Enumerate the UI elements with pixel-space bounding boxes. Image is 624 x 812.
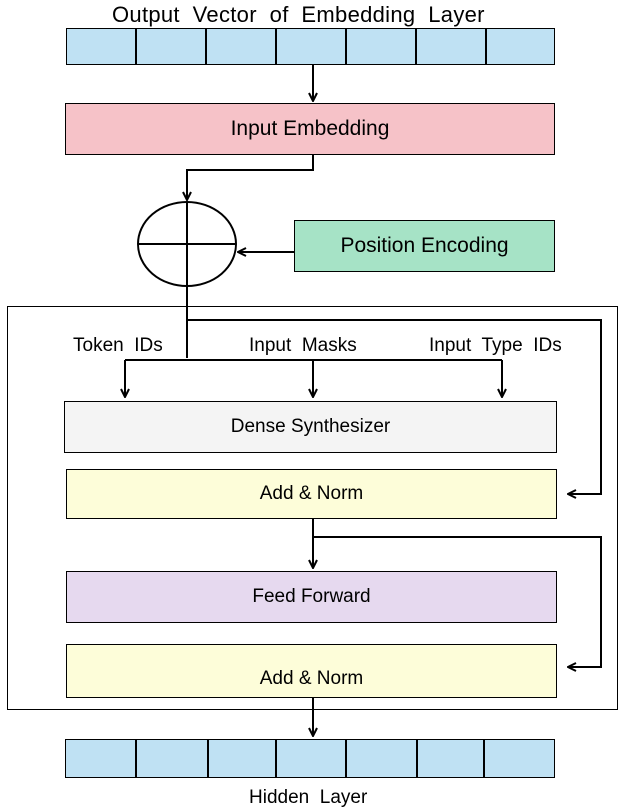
- vector-cell: [65, 739, 136, 778]
- feed-forward-label: Feed Forward: [252, 586, 371, 607]
- arrow-embedding-to-adder: [187, 155, 314, 200]
- add-norm-block-2: Add & Norm: [66, 644, 557, 698]
- vector-cell: [66, 28, 136, 65]
- vector-cell: [136, 28, 206, 65]
- vector-cell: [136, 739, 208, 778]
- position-encoding-label: Position Encoding: [340, 234, 509, 257]
- dense-synthesizer-label: Dense Synthesizer: [230, 416, 391, 437]
- add-norm-label-2: Add & Norm: [259, 668, 364, 689]
- input-embedding-label: Input Embedding: [230, 117, 390, 140]
- vector-cell: [417, 739, 484, 778]
- vector-cell: [484, 739, 555, 778]
- arrow-residual-2: [313, 536, 602, 667]
- position-encoding-block: Position Encoding: [294, 220, 555, 272]
- vector-cell: [486, 28, 555, 65]
- hidden-layer-label: Hidden Layer: [249, 787, 368, 808]
- dense-synthesizer-block: Dense Synthesizer: [64, 401, 557, 453]
- input-masks-label: Input Masks: [249, 335, 357, 356]
- vector-cell: [206, 28, 276, 65]
- vector-cell: [276, 28, 346, 65]
- add-norm-label-1: Add & Norm: [259, 483, 364, 504]
- arrow-residual-1: [187, 319, 602, 494]
- vector-cell: [416, 28, 486, 65]
- hidden-layer-vector: [65, 739, 555, 778]
- output-vector: [66, 28, 555, 65]
- token-ids-label: Token IDs: [73, 335, 163, 356]
- input-embedding-block: Input Embedding: [65, 103, 555, 155]
- vector-cell: [346, 28, 416, 65]
- diagram-title: Output Vector of Embedding Layer: [112, 2, 485, 27]
- input-type-ids-label: Input Type IDs: [429, 335, 562, 356]
- feed-forward-block: Feed Forward: [66, 571, 557, 623]
- vector-cell: [276, 739, 346, 778]
- vector-cell: [346, 739, 417, 778]
- add-norm-block-1: Add & Norm: [66, 469, 557, 519]
- vector-cell: [208, 739, 276, 778]
